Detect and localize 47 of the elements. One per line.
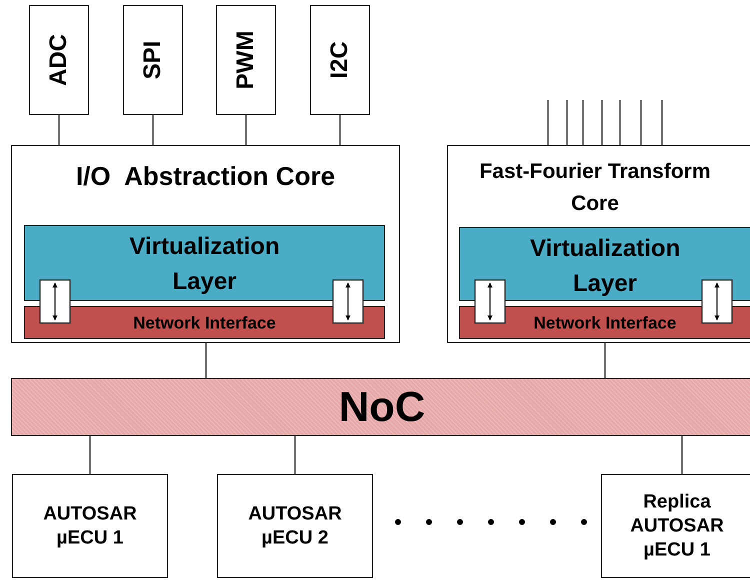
signal-line <box>601 100 603 145</box>
connector-line <box>339 115 341 145</box>
double-arrow <box>487 282 493 321</box>
peripheral-box <box>216 5 276 115</box>
network-interface-bar <box>24 306 385 339</box>
box-label: Replica AUTOSAR µECU 1 <box>629 490 725 562</box>
box-label: AUTOSAR µECU 1 <box>42 502 138 550</box>
signal-line <box>547 100 549 145</box>
core-title: Fast-Fourier Transform Core <box>478 159 712 216</box>
signal-line <box>566 100 568 145</box>
connector-line <box>245 115 247 145</box>
box-label: ADC <box>44 34 73 86</box>
connector-line <box>152 115 154 145</box>
signal-line <box>640 100 642 145</box>
peripheral-box <box>29 5 89 115</box>
ecu-box <box>217 474 373 578</box>
connector-line <box>89 436 91 474</box>
connector-line <box>681 436 683 474</box>
box-label: Network Interface <box>132 314 277 331</box>
signal-line <box>582 100 584 145</box>
peripheral-box <box>123 5 183 115</box>
core-title: I/O Abstraction Core <box>74 160 336 192</box>
double-arrow <box>714 282 720 321</box>
box-label: I2C <box>325 41 354 79</box>
core-box <box>11 145 400 343</box>
box-label: SPI <box>138 40 167 80</box>
connector-line <box>58 115 60 145</box>
ecu-box <box>12 474 168 578</box>
signal-line <box>619 100 621 145</box>
peripheral-box <box>310 5 370 115</box>
box-label: AUTOSAR µECU 2 <box>247 502 343 550</box>
box-label: PWM <box>231 30 260 90</box>
double-arrow <box>52 282 58 321</box>
bus-label: NoC <box>338 386 426 428</box>
virtualization-layer-bar <box>24 225 385 301</box>
ecu-box <box>601 474 750 578</box>
box-label: Virtualization Layer <box>530 234 680 299</box>
noc-bus-bar <box>11 378 750 436</box>
double-arrow <box>345 282 351 321</box>
connector-line <box>604 343 606 378</box>
core-box <box>447 145 750 343</box>
virtualization-layer-bar <box>459 227 750 301</box>
connector-line <box>294 436 296 474</box>
box-label: Virtualization Layer <box>128 232 281 297</box>
signal-line <box>661 100 663 145</box>
box-label: Network Interface <box>532 314 678 331</box>
connector-line <box>205 343 207 378</box>
